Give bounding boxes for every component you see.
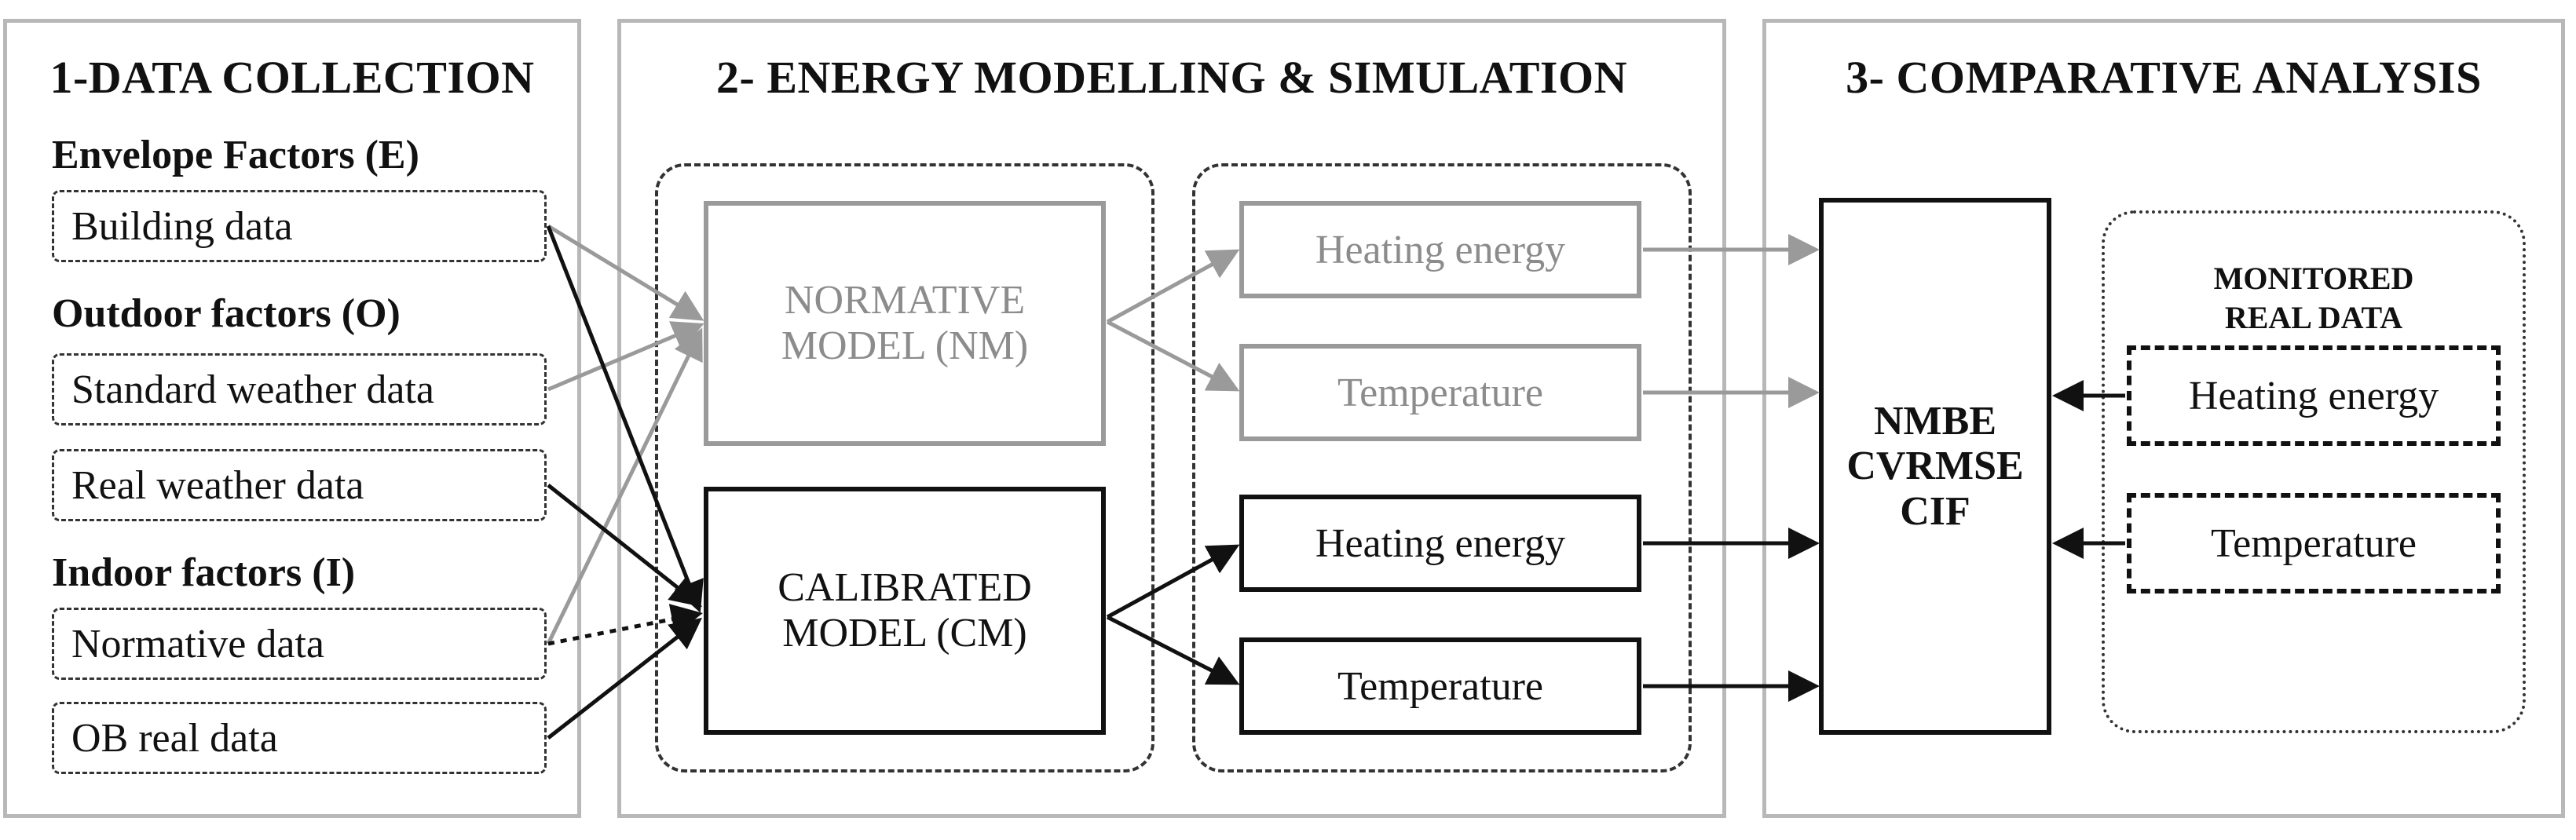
arrow-normative-to-nm (546, 327, 703, 645)
arrow-cm-to-temperature (1106, 615, 1240, 685)
normative-model-line1: NORMATIVE (784, 277, 1026, 323)
nm-temperature-box: Temperature (1239, 344, 1641, 441)
calibrated-model-line1: CALIBRATED (778, 564, 1032, 610)
arrow-nm-to-temperature (1106, 320, 1240, 392)
category-indoor: Indoor factors (I) (52, 550, 356, 595)
normative-model-box: NORMATIVE MODEL (NM) (704, 201, 1106, 446)
models-group (655, 163, 1154, 772)
monitored-group (2102, 210, 2526, 733)
input-building-data: Building data (52, 190, 547, 262)
metrics-box: NMBE CVRMSE CIF (1819, 198, 2051, 735)
category-outdoor: Outdoor factors (O) (52, 291, 401, 336)
panel-title-data-collection: 1-DATA COLLECTION (49, 52, 535, 103)
panel-title-comparative-analysis: 3- COMPARATIVE ANALYSIS (1846, 52, 2482, 103)
category-envelope: Envelope Factors (E) (52, 133, 419, 177)
cm-heating-energy-box: Heating energy (1239, 495, 1641, 592)
monitored-title: MONITORED REAL DATA (2102, 259, 2526, 338)
monitored-heating-energy-box: Heating energy (2127, 345, 2501, 446)
arrow-building-to-nm (547, 224, 704, 321)
monitored-title-line2: REAL DATA (2224, 300, 2403, 335)
arrow-real-weather-to-cm (547, 484, 702, 608)
calibrated-model-box: CALIBRATED MODEL (CM) (704, 487, 1106, 735)
metric-cvrmse: CVRMSE (1846, 444, 2024, 489)
input-ob-real-data: OB real data (52, 702, 547, 774)
metric-nmbe: NMBE (1874, 399, 1996, 444)
cm-temperature-box: Temperature (1239, 637, 1641, 735)
arrow-cm-to-heating (1106, 544, 1240, 619)
calibrated-model-line2: MODEL (CM) (782, 611, 1027, 656)
arrow-ob-real-to-cm (547, 617, 702, 740)
input-normative-data: Normative data (52, 608, 547, 680)
metric-cif: CIF (1900, 488, 1970, 534)
panel-title-energy-modelling: 2- ENERGY MODELLING & SIMULATION (716, 52, 1627, 103)
input-real-weather-data: Real weather data (52, 449, 547, 521)
nm-heating-energy-box: Heating energy (1239, 201, 1641, 298)
normative-model-line2: MODEL (NM) (781, 323, 1029, 368)
arrow-nm-to-heating (1106, 249, 1240, 324)
monitored-title-line1: MONITORED (2213, 261, 2414, 296)
input-standard-weather-data: Standard weather data (52, 353, 547, 425)
outputs-group (1192, 163, 1692, 772)
arrow-building-to-cm (546, 225, 704, 613)
monitored-temperature-box: Temperature (2127, 493, 2501, 593)
